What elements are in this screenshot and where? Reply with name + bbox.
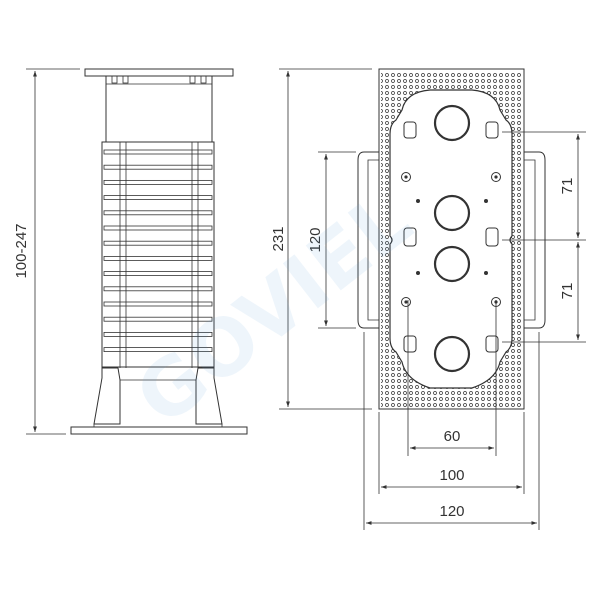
conduit-openings [433, 104, 471, 373]
column-rib [103, 271, 213, 277]
column-rib [103, 195, 213, 201]
column-rib [103, 179, 213, 185]
pedestal-side-view [70, 68, 248, 435]
height-range-label: 100-247 [13, 223, 30, 278]
column-rib [103, 255, 213, 261]
column-rib [103, 316, 213, 322]
inner-plate [389, 89, 513, 389]
pedestal-leg-left [93, 367, 121, 425]
dimension-bracket-height: 120 [307, 151, 356, 329]
top-plate-tab [122, 75, 129, 84]
upper-spacing-label: 71 [559, 178, 576, 195]
pedestal-column [101, 141, 215, 368]
column-rib [103, 286, 213, 292]
dimension-outlet-spacing: 71 71 [502, 131, 586, 343]
top-plate-tab [111, 75, 118, 84]
pedestal-head [105, 75, 213, 143]
pedestal-base-plate [70, 426, 248, 435]
pedestal-leg-right [195, 367, 223, 425]
dimension-height-range: 100-247 [13, 68, 80, 435]
dimension-overall-height: 231 [270, 68, 372, 410]
mounting-box-front-view [357, 68, 546, 410]
screw-bosses [401, 172, 501, 307]
column-ribs [103, 149, 213, 353]
column-rib [103, 149, 213, 155]
box-outline [378, 68, 525, 410]
column-rib [103, 240, 213, 246]
column-rib [103, 301, 213, 307]
hole-spacing-label: 60 [444, 428, 461, 445]
column-rib [103, 331, 213, 337]
top-plate-tab [200, 75, 207, 84]
top-plate-tab [189, 75, 196, 84]
lower-spacing-label: 71 [559, 283, 576, 300]
latch-group [403, 121, 499, 353]
inner-width-label: 100 [439, 467, 464, 484]
dimension-widths: 60 100 120 [363, 300, 540, 530]
column-rib [103, 225, 213, 231]
outer-width-label: 120 [439, 503, 464, 520]
bracket-left [357, 151, 379, 329]
pedestal-top-plate [84, 68, 234, 77]
column-rib [103, 210, 213, 216]
column-rib [103, 164, 213, 170]
bracket-height-label: 120 [307, 227, 324, 252]
overall-height-label: 231 [270, 226, 287, 251]
column-rib [103, 347, 213, 353]
